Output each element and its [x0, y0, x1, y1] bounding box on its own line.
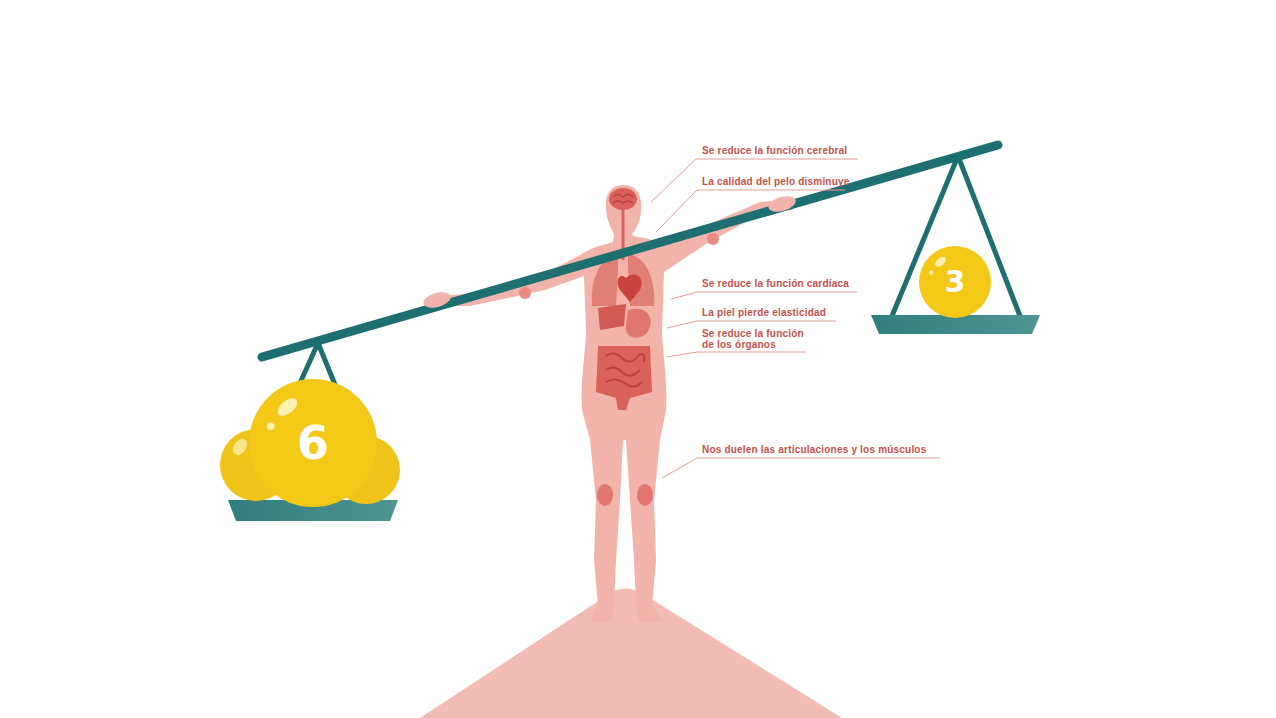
callout-label: Se reduce la función de los órganos: [702, 328, 818, 350]
hill: [420, 589, 842, 718]
right-pan: [871, 156, 1040, 334]
weight-ball: 6: [249, 379, 377, 507]
callout-label: Se reduce la función cardíaca: [702, 278, 849, 289]
callout-label: Se reduce la función cerebral: [702, 145, 847, 156]
balance-beam: [262, 145, 998, 357]
hands: [422, 193, 798, 310]
leader-lines: [651, 159, 940, 478]
weight-number: 6: [297, 420, 329, 466]
callout-label: La calidad del pelo disminuye: [702, 176, 850, 187]
callout-label: La piel pierde elasticidad: [702, 307, 826, 318]
weight-number: 3: [945, 267, 966, 297]
human-figure: [424, 185, 795, 622]
weight-ball: 3: [919, 246, 991, 318]
callout-label: Nos duelen las articulaciones y los músc…: [702, 444, 926, 455]
